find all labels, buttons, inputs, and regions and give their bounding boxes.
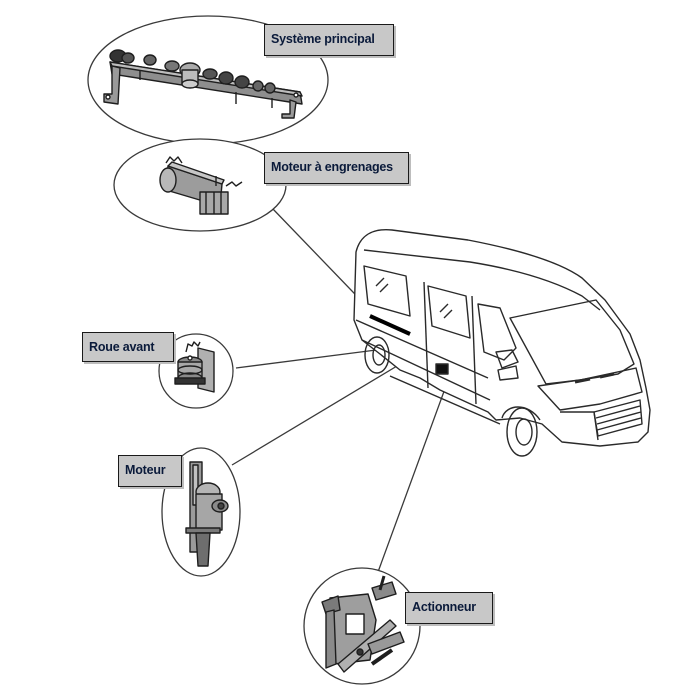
actuator-icon bbox=[321, 575, 405, 673]
roller-wheel-icon bbox=[174, 341, 215, 393]
van-windshield bbox=[509, 299, 635, 385]
van-door-window bbox=[427, 285, 471, 339]
van-rear-window bbox=[363, 265, 411, 317]
label-front-wheel: Roue avant bbox=[82, 332, 174, 362]
front-wheel-callout bbox=[158, 333, 234, 409]
gear-motor-icon bbox=[159, 156, 243, 215]
van-body bbox=[353, 229, 651, 447]
van-illustration bbox=[353, 229, 651, 457]
actuator-callout bbox=[303, 567, 421, 685]
leader-line-actuator bbox=[377, 374, 451, 573]
rail-mechanism-icon bbox=[103, 49, 303, 119]
label-main-system: Système principal bbox=[264, 24, 394, 56]
van-rear-wheel bbox=[364, 336, 390, 374]
label-gear-motor: Moteur à engrenages bbox=[264, 152, 409, 184]
motor-icon bbox=[185, 461, 229, 567]
leader-line-motor bbox=[231, 362, 403, 466]
gear-motor-callout bbox=[113, 138, 287, 232]
label-actuator: Actionneur bbox=[405, 592, 493, 624]
label-motor: Moteur bbox=[118, 455, 182, 487]
